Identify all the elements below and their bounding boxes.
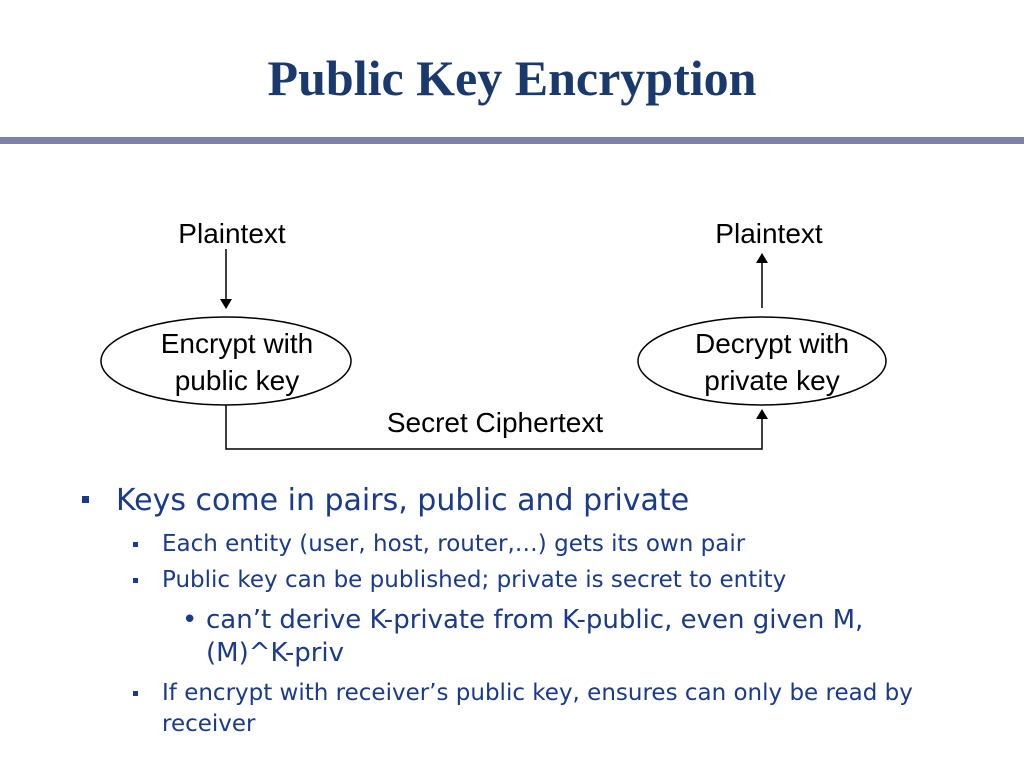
title-divider [0,137,1024,144]
bullet-dot-marker: • [182,605,198,635]
bullet-square-marker [133,578,138,583]
bullet-each-entity: Each entity (user, host, router,…) gets … [133,529,992,560]
bullet-text: Keys come in pairs, public and private [116,483,690,518]
bullet-text-line1: can’t derive K-private from K-public, ev… [206,605,864,635]
bullet-text: Each entity (user, host, router,…) gets … [162,531,746,557]
bullet-square-marker [133,691,138,696]
encrypt-label-line1: Encrypt with [161,328,314,359]
bullet-square-marker [82,496,89,503]
bullet-square-marker [133,542,138,547]
bullet-text-line2: receiver [162,711,256,737]
decrypt-label-line2: private key [704,365,839,396]
bullet-text-line1: If encrypt with receiver’s public key, e… [162,680,913,706]
bullet-keys-pairs: Keys come in pairs, public and private [82,483,690,519]
right-plaintext-label: Plaintext [715,218,823,249]
encrypt-label-line2: public key [175,365,300,396]
slide-title: Public Key Encryption [267,50,757,106]
bullet-encrypt-receiver: If encrypt with receiver’s public key, e… [133,678,992,740]
bullet-text-line2: (M)^K-priv [206,638,345,668]
bullet-cant-derive: • can’t derive K-private from K-public, … [182,604,926,670]
decrypt-label-line1: Decrypt with [695,328,849,359]
ciphertext-label: Secret Ciphertext [387,407,604,438]
decrypt-node [637,316,887,406]
left-plaintext-label: Plaintext [178,218,286,249]
bullet-text: Public key can be published; private is … [162,567,787,593]
encryption-diagram: Plaintext Plaintext Encrypt with public … [100,218,887,450]
ciphertext-arrow [225,405,768,450]
bullet-public-key-published: Public key can be published; private is … [133,565,992,596]
